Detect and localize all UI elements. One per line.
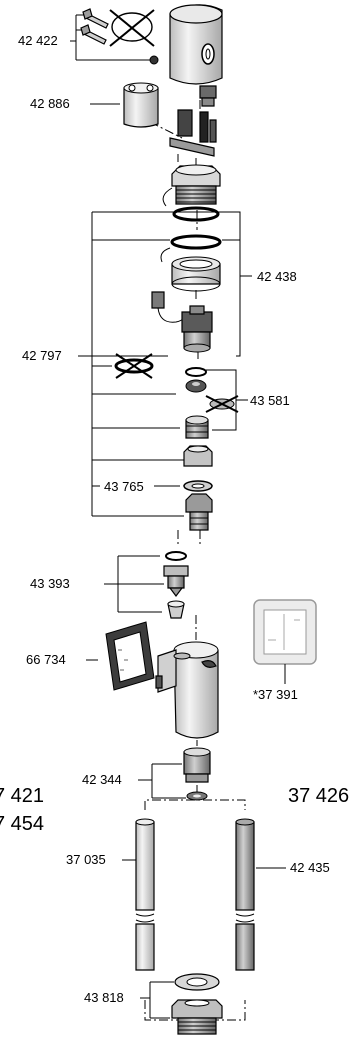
screw-icon [82,8,109,29]
part-42438-group: 42 438 [91,211,297,516]
solenoid-bracket-icon [169,109,217,166]
model-number-left-2: 7 454 [0,813,44,835]
filter-crossed-icon [205,395,239,413]
label-43765: 43 765 [104,479,144,494]
part-43765-group: 43 765 [92,445,213,531]
label-43818: 43 818 [84,990,124,1005]
bracket-43581 [92,369,248,431]
label-37035: 37 035 [66,852,106,867]
part-42344-group: 42 344 [82,747,211,801]
bracket-43393 [104,555,164,613]
arrow-curve [162,187,173,207]
leader-42422 [70,14,150,61]
oring-crossed-icon [114,353,154,379]
label-66734: 66 734 [26,652,66,667]
valve-cartridge-icon [181,305,213,353]
washer-icon [186,791,208,801]
model-number-right: 37 426 [288,785,349,807]
label-42422: 42 422 [18,33,58,48]
bracket-43818 [140,981,174,1019]
flush-valve-body [155,641,219,739]
label-37391: *37 391 [253,687,298,702]
battery-holder-icon [123,82,159,128]
label-42886: 42 886 [30,96,70,111]
wall-frame-icon [105,621,155,691]
threaded-adapter [171,164,221,205]
hex-nut-icon [183,445,213,467]
bracket-42344 [138,763,186,799]
part-42435-group: 42 435 [235,818,330,971]
label-43393: 43 393 [30,576,70,591]
label-43581: 43 581 [250,393,290,408]
snap-ring-icon [165,551,187,561]
threaded-fitting-icon [171,999,223,1035]
nozzle-icon [167,600,185,619]
part-43581-group: 43 581 [92,367,290,439]
label-42344: 42 344 [82,772,122,787]
part-43818-group: 43 818 [84,973,223,1035]
flow-insert-icon [163,565,189,597]
part-42422-group: 42 422 [18,8,159,65]
label-42438: 42 438 [257,269,297,284]
pipe-icon [135,818,155,971]
part-42797-group: 42 797 [22,348,154,379]
check-valve-icon [185,493,213,531]
screw-icon [80,24,107,45]
filter-insert-icon [185,415,209,439]
seal-icon [185,379,207,393]
oring-icon [170,234,222,250]
ghost-frame-icon [253,599,317,665]
model-number-left-1: 7 421 [0,785,44,807]
part-37035-group: 37 035 [66,818,155,971]
part-43393-group: 43 393 [30,551,189,619]
part-66734-group: 66 734 [26,621,155,691]
connector-sleeve-icon [183,747,211,783]
pipe-icon [235,818,255,971]
part-37391-group: *37 391 [253,599,317,702]
rosette-icon [174,973,220,991]
oring-crossed-icon [109,9,155,47]
sensor-window-icon [201,43,215,65]
part-42886-group: 42 886 [30,82,217,166]
arrow-curve [160,247,171,263]
sensor-cover [169,4,223,107]
label-42797: 42 797 [22,348,62,363]
washer-icon [183,480,213,492]
bracket-43765 [92,459,184,517]
oring-icon [172,206,220,222]
nut-icon [149,55,159,65]
label-42435: 42 435 [290,860,330,875]
connector-plug-icon [151,291,187,323]
nut-ring-icon [171,256,221,292]
washer-icon [185,367,207,377]
